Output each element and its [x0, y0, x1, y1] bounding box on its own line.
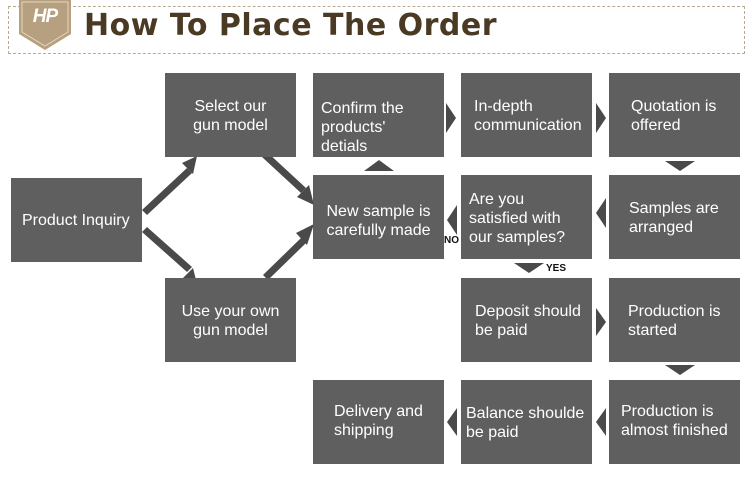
- step-production-started: Production is started: [609, 278, 740, 362]
- arrowhead-sample-to-confirm: [364, 160, 394, 171]
- step-new-sample: New sample is carefully made: [313, 175, 444, 259]
- arrowhead-balance-to-delivery: [447, 408, 457, 436]
- step-product-inquiry: Product Inquiry: [11, 178, 142, 262]
- step-confirm-details: Confirm the products' detials: [313, 73, 444, 157]
- arrowhead-deposit-to-started: [596, 308, 606, 336]
- arrow-own-to-sample: [263, 238, 306, 280]
- arrow-inquiry-to-own: [142, 227, 192, 272]
- page-header: [8, 6, 745, 54]
- arrowhead-almost-to-balance: [596, 408, 606, 436]
- arrowhead-own-to-sample: [296, 224, 314, 245]
- arrow-select-to-sample: [262, 152, 306, 193]
- logo-text: HP: [32, 6, 58, 27]
- step-select-gun-model: Select our gun model: [165, 73, 296, 157]
- step-samples-arranged: Samples are arranged: [609, 175, 740, 259]
- arrowhead-confirm-to-indepth: [446, 103, 456, 133]
- arrow-inquiry-to-select: [142, 168, 192, 215]
- step-delivery-shipping: Delivery and shipping: [313, 380, 444, 464]
- step-quotation-offered: Quotation is offered: [609, 73, 740, 157]
- arrowhead-quotation-to-samples: [665, 161, 695, 171]
- logo-badge-icon: [19, 0, 71, 50]
- page-title: How To Place The Order: [84, 8, 498, 43]
- step-deposit-paid: Deposit should be paid: [461, 278, 592, 362]
- arrowhead-select-to-sample: [297, 185, 314, 205]
- step-are-you-satisfied: Are you satisfied with our samples?: [461, 175, 592, 259]
- step-balance-paid: Balance shoulde be paid: [461, 380, 592, 464]
- arrowhead-indepth-to-quotation: [596, 103, 606, 133]
- no-label: NO: [444, 235, 459, 246]
- arrowhead-started-to-almost: [665, 365, 695, 375]
- arrowhead-samples-to-satisfied: [596, 198, 606, 228]
- logo: HP: [17, 0, 73, 52]
- arrowhead-inquiry-to-select: [182, 156, 197, 174]
- arrowhead-satisfied-to-sample: [447, 205, 457, 235]
- yes-label: YES: [546, 263, 567, 274]
- step-in-depth-communication: In-depth communication: [461, 73, 592, 157]
- arrowhead-satisfied-to-deposit: [514, 263, 544, 273]
- step-use-own-gun-model: Use your own gun model: [165, 278, 296, 362]
- step-production-almost-finished: Production is almost finished: [609, 380, 740, 464]
